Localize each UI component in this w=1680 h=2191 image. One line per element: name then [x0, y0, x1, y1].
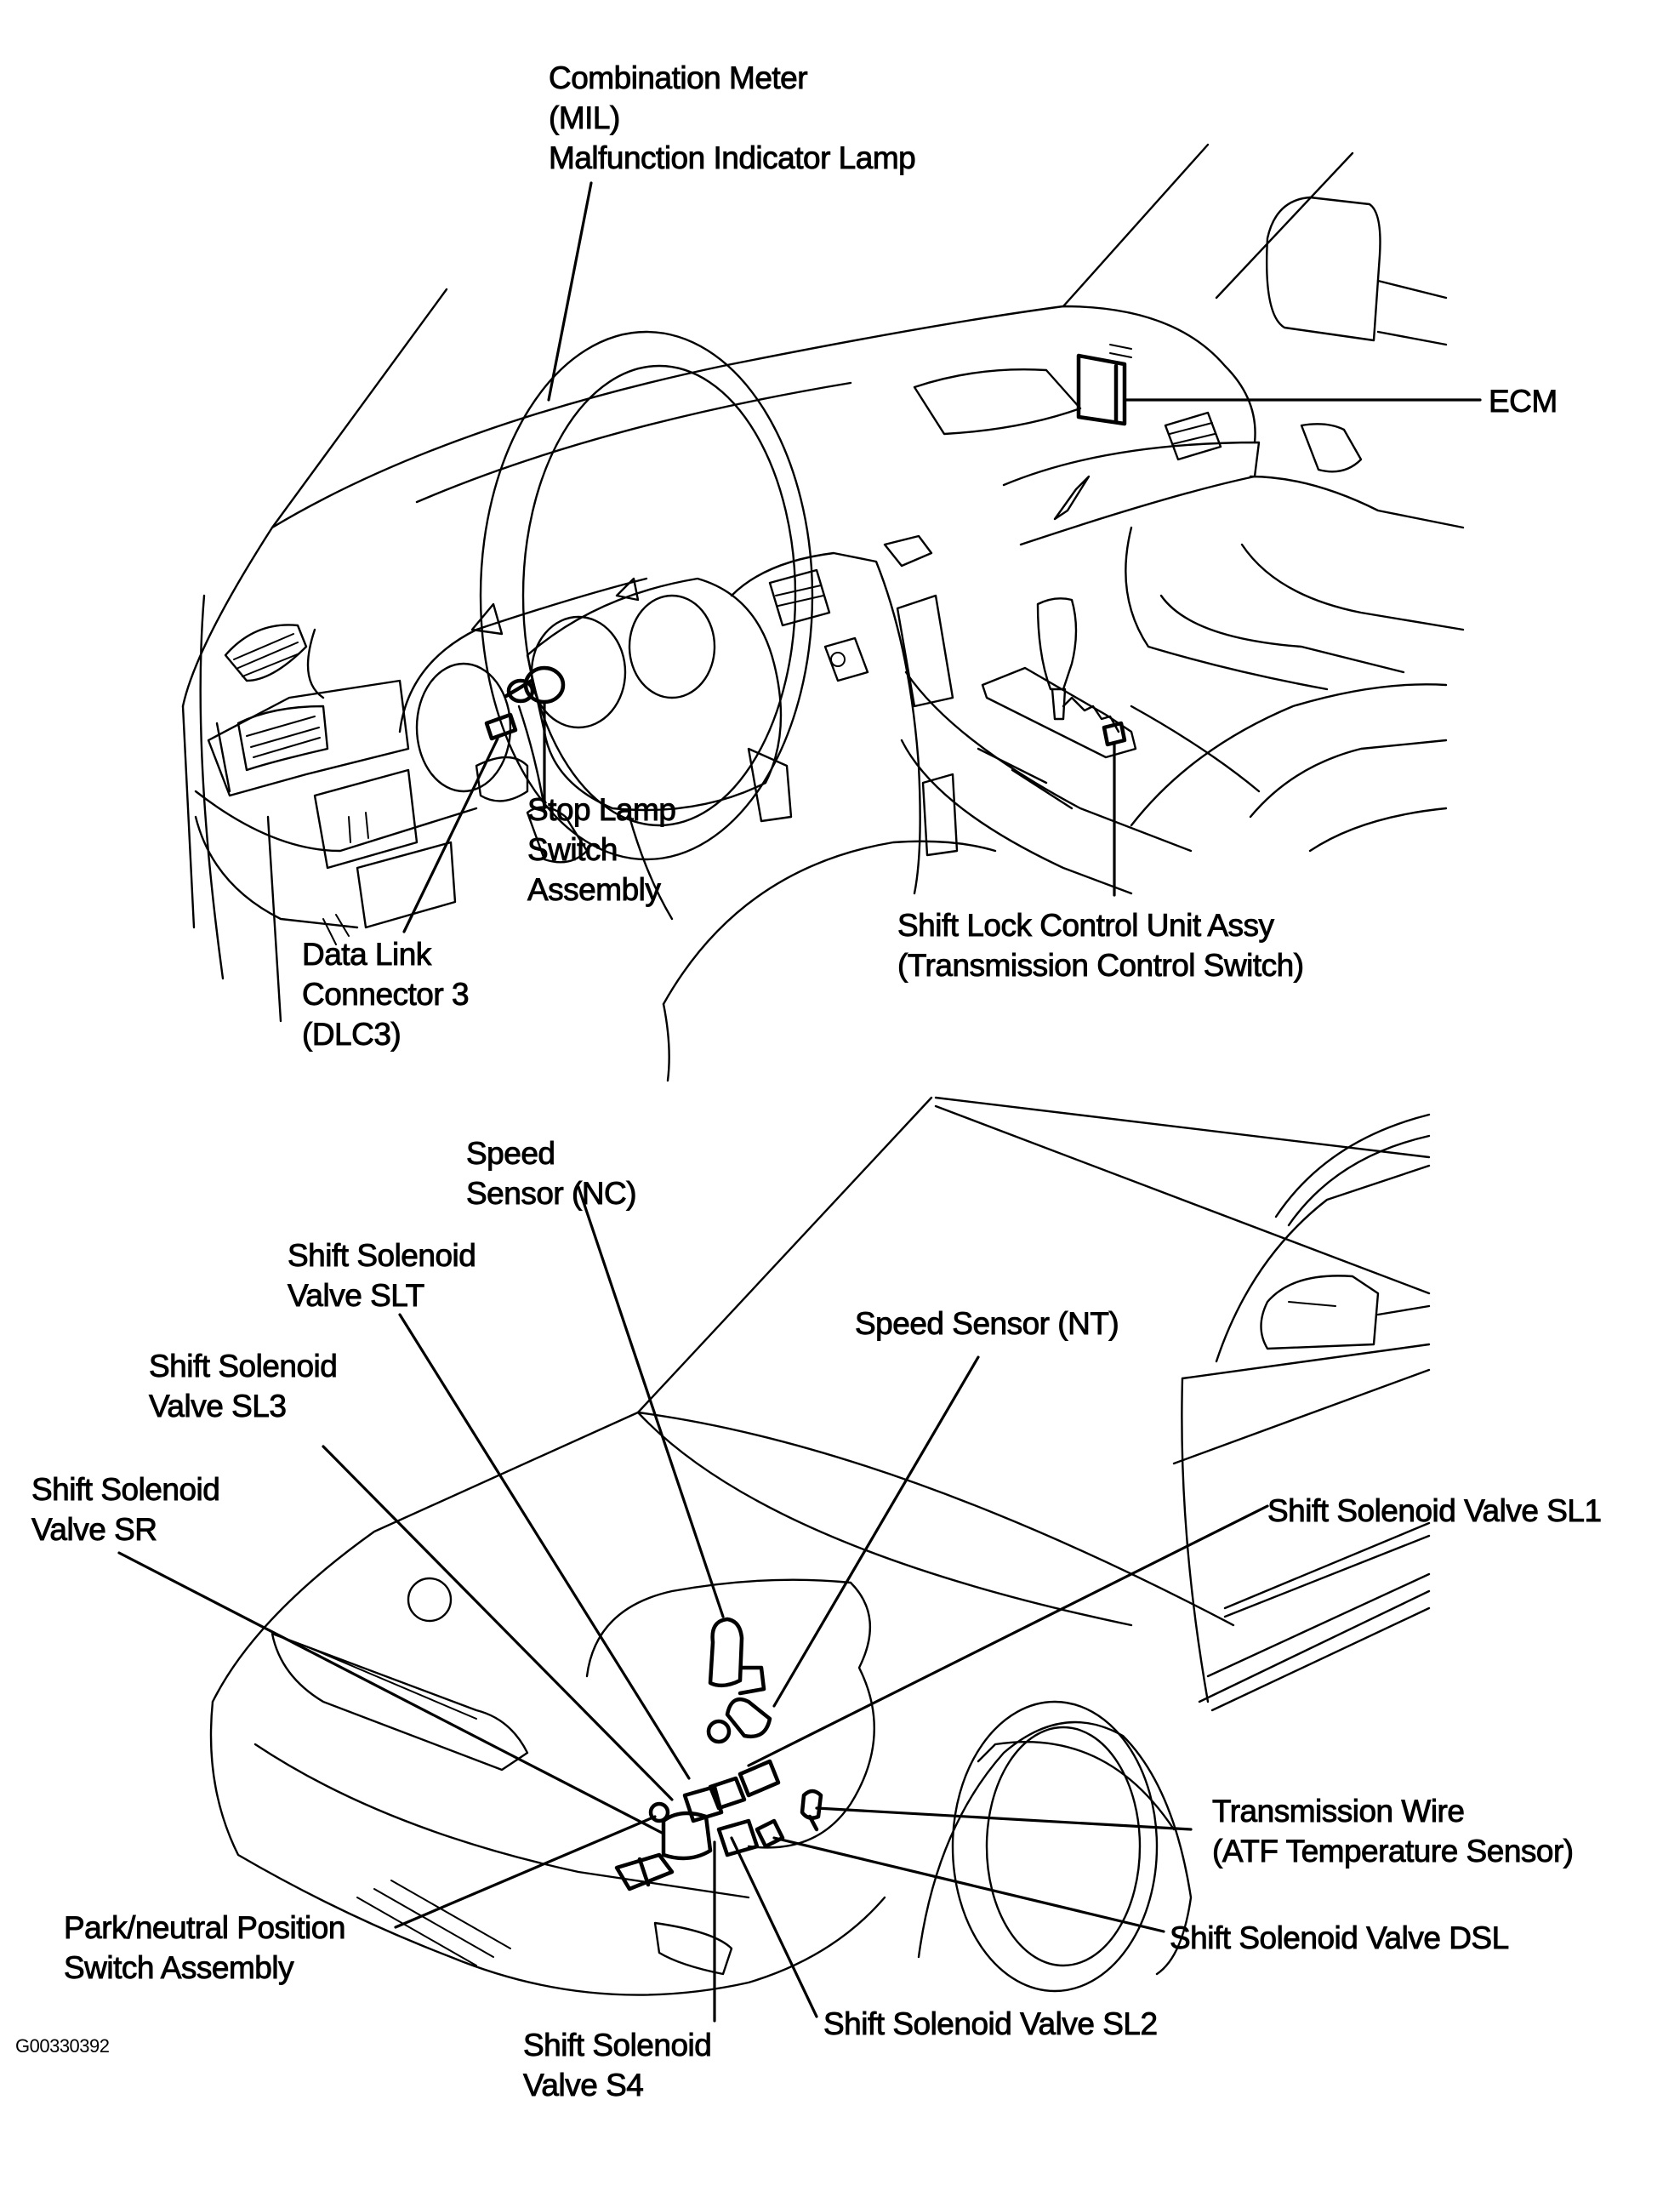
interior-leader-lines — [402, 181, 1482, 933]
label-line: Connector 3 — [302, 977, 470, 1013]
label-line: Speed — [466, 1136, 556, 1172]
label-stop-lamp-switch: Stop Lamp Switch Assembly — [527, 790, 677, 910]
dashboard-illustration — [181, 143, 1465, 1082]
label-line: Shift Solenoid — [31, 1472, 221, 1508]
label-line: Speed Sensor (NT) — [855, 1306, 1120, 1342]
leader-solenoid-sl3 — [322, 1445, 674, 1801]
label-line: Valve SL3 — [149, 1389, 288, 1424]
label-line: Park/neutral Position — [64, 1910, 346, 1946]
leader-solenoid-sl2 — [730, 1836, 818, 2018]
label-park-neutral-switch: Park/neutral Position Switch Assembly — [64, 1908, 346, 1988]
label-line: Shift Solenoid — [523, 2028, 713, 2063]
label-line: (Transmission Control Switch) — [897, 948, 1305, 984]
label-line: Shift Solenoid — [288, 1238, 477, 1274]
figure-id: G00330392 — [15, 2035, 110, 2057]
label-solenoid-sl2: Shift Solenoid Valve SL2 — [823, 2004, 1159, 2044]
label-line: Shift Lock Control Unit Assy — [897, 908, 1275, 944]
label-line: Valve SR — [31, 1512, 158, 1548]
label-line: Assembly — [527, 872, 662, 908]
label-line: (MIL) — [549, 100, 621, 136]
label-solenoid-s4: Shift Solenoid Valve S4 — [523, 2025, 713, 2105]
label-line: Stop Lamp — [527, 792, 677, 828]
leader-speed-sensor-nt — [772, 1355, 980, 1708]
label-solenoid-slt: Shift Solenoid Valve SLT — [288, 1235, 477, 1315]
label-line: Valve S4 — [523, 2068, 645, 2103]
leader-speed-sensor-nc — [577, 1185, 725, 1618]
leader-transmission-wire — [815, 1806, 1193, 1831]
label-solenoid-sl1: Shift Solenoid Valve SL1 — [1267, 1491, 1603, 1531]
label-shift-lock-control: Shift Lock Control Unit Assy (Transmissi… — [897, 905, 1305, 985]
label-combination-meter: Combination Meter (MIL) Malfunction Indi… — [549, 58, 917, 178]
label-solenoid-sr: Shift Solenoid Valve SR — [31, 1469, 221, 1549]
label-speed-sensor-nt: Speed Sensor (NT) — [855, 1304, 1120, 1344]
label-line: Shift Solenoid Valve DSL — [1170, 1920, 1510, 1956]
label-transmission-wire: Transmission Wire (ATF Temperature Senso… — [1212, 1791, 1575, 1871]
vehicle-illustration — [209, 1096, 1431, 1996]
label-line: Malfunction Indicator Lamp — [549, 140, 917, 176]
label-dlc3: Data Link Connector 3 (DLC3) — [302, 934, 470, 1054]
label-line: Combination Meter — [549, 60, 808, 96]
label-line: Shift Solenoid — [149, 1349, 339, 1384]
leader-solenoid-slt — [398, 1313, 691, 1780]
leader-park-neutral — [394, 1815, 657, 1929]
label-speed-sensor-nc: Speed Sensor (NC) — [466, 1133, 638, 1213]
leader-solenoid-sr — [117, 1551, 665, 1835]
label-line: Shift Solenoid Valve SL2 — [823, 2006, 1159, 2042]
label-ecm: ECM — [1489, 381, 1558, 421]
transmission-leader-lines — [117, 1185, 1269, 2023]
label-line: Switch Assembly — [64, 1950, 294, 1986]
leader-dlc3 — [402, 737, 499, 933]
label-line: Switch — [527, 832, 618, 868]
label-line: (DLC3) — [302, 1017, 402, 1053]
label-solenoid-sl3: Shift Solenoid Valve SL3 — [149, 1346, 339, 1426]
leader-solenoid-dsl — [772, 1836, 1165, 1933]
label-line: Transmission Wire — [1212, 1794, 1466, 1829]
label-line: Sensor (NC) — [466, 1176, 638, 1212]
leader-combination-meter — [547, 181, 593, 402]
label-solenoid-dsl: Shift Solenoid Valve DSL — [1170, 1918, 1510, 1958]
label-line: Shift Solenoid Valve SL1 — [1267, 1493, 1603, 1529]
leader-solenoid-sl1 — [747, 1504, 1269, 1767]
label-line: (ATF Temperature Sensor) — [1212, 1834, 1575, 1869]
label-line: ECM — [1489, 384, 1558, 419]
label-line: Valve SLT — [288, 1278, 425, 1314]
label-line: Data Link — [302, 937, 432, 973]
